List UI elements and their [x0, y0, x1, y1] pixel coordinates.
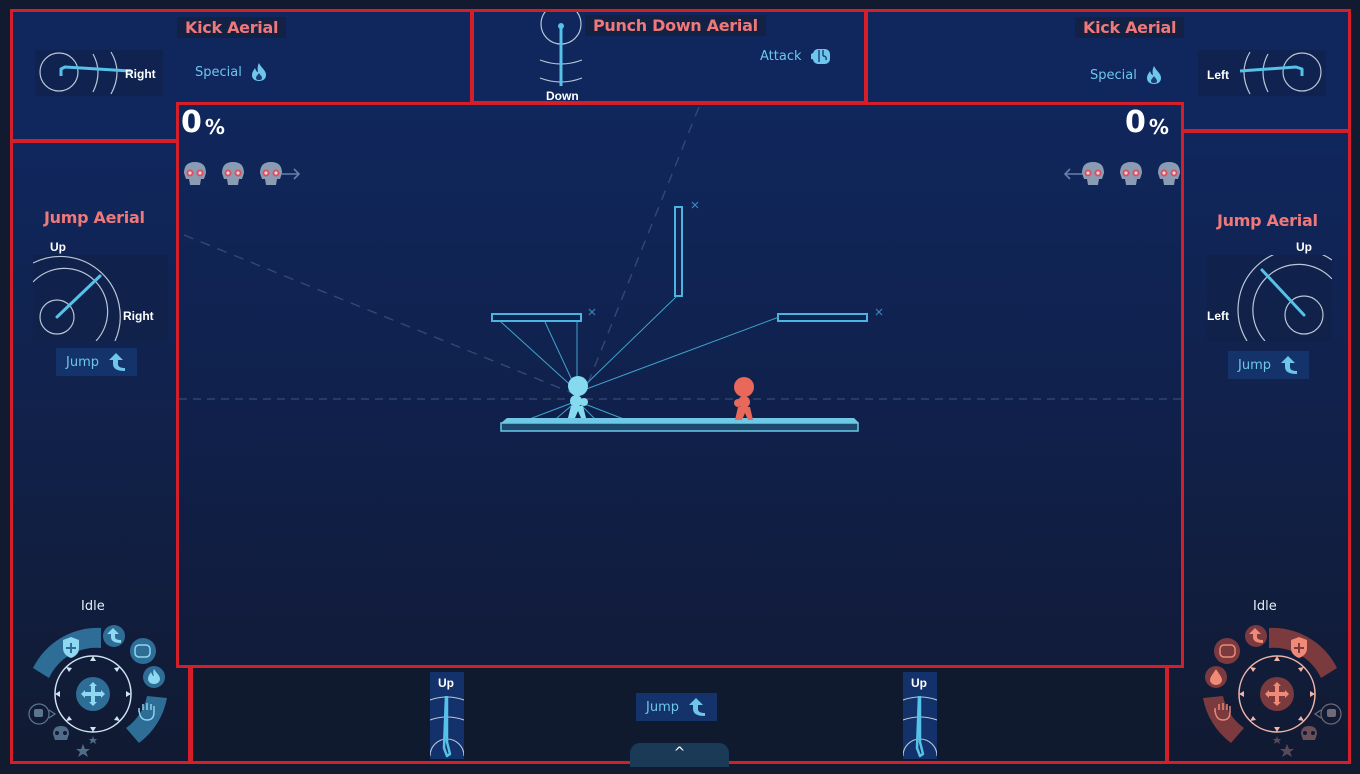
move-title: Punch Down Aerial [585, 15, 766, 36]
dial-label-up: Up [1296, 240, 1312, 254]
action-special: Special [1090, 65, 1163, 85]
flame-icon [251, 63, 266, 81]
move-title: Jump Aerial [1217, 211, 1318, 230]
dial-label-side: Right [123, 309, 154, 323]
right-player-panel: Jump Aerial Up Left Jump Idle [1166, 130, 1351, 764]
direction-dial [1198, 50, 1326, 96]
dial-label-up: Up [50, 240, 66, 254]
player1-percent-sign: % [204, 115, 225, 139]
stock-skull-icon [1120, 162, 1142, 185]
stock-skull-icon [260, 162, 301, 185]
action-wheel [28, 625, 167, 757]
stock-skull-icon [184, 162, 206, 185]
action-jump: Jump [636, 693, 717, 721]
move-title: Kick Aerial [1075, 17, 1185, 38]
player2-stocks [1061, 161, 1183, 187]
jump-arrow-icon [689, 698, 705, 716]
game-stage: 0 % 0 % [176, 102, 1184, 668]
top-center-move-panel: Down Punch Down Aerial Attack [471, 9, 867, 104]
action-special: Special [195, 62, 268, 82]
direction-dial [35, 50, 163, 96]
player2-damage-value: 0 [1125, 105, 1146, 140]
action-label: Jump [66, 354, 99, 370]
move-title: Kick Aerial [177, 17, 287, 38]
player2-percent-sign: % [1148, 115, 1169, 139]
jump-arrow-icon [1281, 356, 1297, 374]
jump-up-left-dial-icon [1237, 248, 1333, 342]
state-label: Idle [81, 599, 105, 614]
kick-left-dial-icon [1239, 51, 1322, 95]
action-label: Jump [1238, 357, 1271, 373]
flame-icon [1146, 66, 1161, 84]
direction-label: Left [1207, 68, 1229, 82]
punch-down-dial-icon [539, 12, 583, 86]
right-up-dial: Up [903, 672, 937, 759]
jump-arrow-icon [109, 353, 125, 371]
dial-label-up: Up [438, 676, 454, 690]
player1-stocks [181, 161, 303, 187]
player1-damage: 0 % [181, 105, 225, 140]
stock-skull-icon [1158, 162, 1180, 185]
dial-label-up: Up [911, 676, 927, 690]
player2-character [734, 377, 754, 420]
stage-geometry [179, 106, 1181, 432]
expand-panel-button[interactable]: ^ [630, 743, 729, 767]
stock-skull-icon [222, 162, 244, 185]
chevron-up-icon: ^ [673, 745, 686, 761]
left-up-dial: Up [430, 672, 464, 759]
action-attack: Attack [760, 46, 832, 66]
player1-damage-value: 0 [181, 105, 202, 140]
action-jump: Jump [1228, 351, 1309, 379]
up-tilt-dial-icon [430, 695, 464, 758]
action-label: Jump [646, 699, 679, 715]
player1-character [568, 376, 588, 418]
move-title: Jump Aerial [44, 208, 145, 227]
kick-right-dial-icon [39, 51, 132, 95]
left-player-panel: Jump Aerial Up Right Jump Idle [10, 140, 191, 764]
stock-skull-icon [1063, 162, 1104, 185]
action-label: Special [1090, 67, 1137, 83]
direction-label: Down [546, 89, 579, 103]
action-jump: Jump [56, 348, 137, 376]
state-label: Idle [1253, 599, 1277, 614]
jump-dial [32, 255, 168, 342]
jump-dial [1207, 248, 1333, 342]
player2-damage: 0 % [1125, 105, 1169, 140]
direction-label: Right [125, 67, 156, 81]
fist-icon [810, 49, 830, 64]
jump-up-right-dial-icon [32, 255, 121, 342]
action-wheel [1203, 625, 1342, 757]
dial-label-side: Left [1207, 309, 1229, 323]
action-label: Special [195, 64, 242, 80]
up-tilt-dial-icon [903, 695, 937, 758]
action-label: Attack [760, 48, 802, 64]
